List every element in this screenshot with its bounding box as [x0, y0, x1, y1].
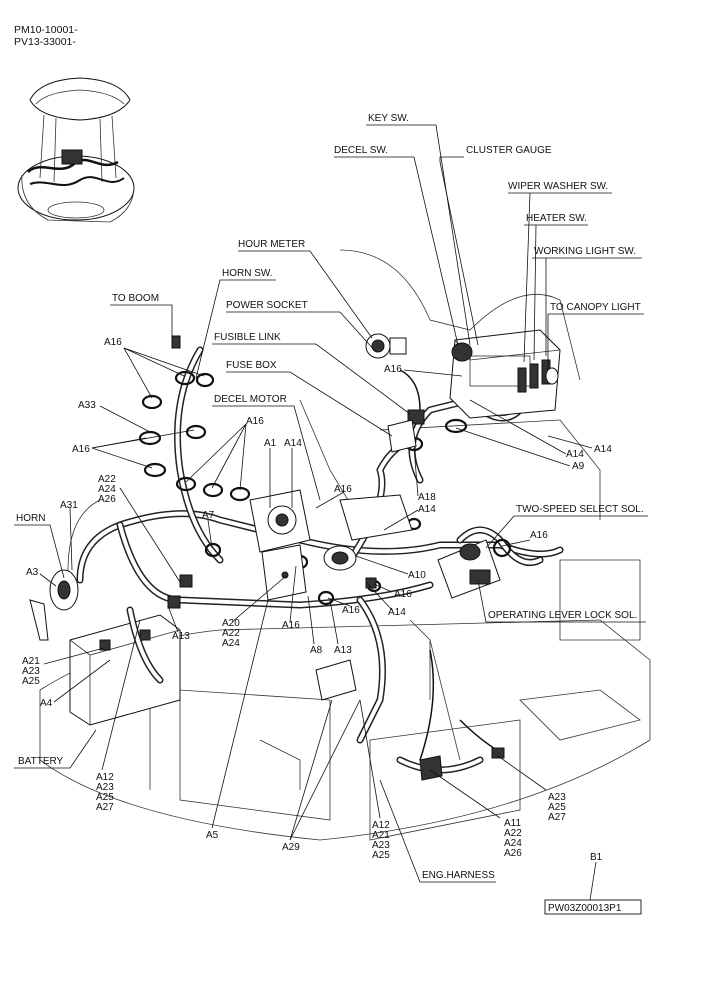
- callout-labels: KEY SW. DECEL SW. CLUSTER GAUGE WIPER WA…: [16, 113, 644, 881]
- ref-a16-left: A16: [72, 444, 90, 455]
- ref-a11-stack-0: A11: [504, 818, 521, 829]
- ref-a23-stack-1: A25: [548, 802, 566, 813]
- ref-a12-bottom-2: A23: [372, 840, 390, 851]
- ref-a14-mid: A14: [418, 504, 436, 515]
- reference-numbers: A16 A33 A16 A16 A1 A14 A16 A14 A14 A9 A1…: [22, 337, 612, 861]
- ref-a20-stack-2: A24: [222, 638, 240, 649]
- label-decel-motor: DECEL MOTOR: [214, 394, 287, 405]
- view-label-b1: B1: [590, 852, 603, 863]
- label-to-canopy-light: TO CANOPY LIGHT: [550, 302, 641, 313]
- ref-a16-bottom: A16: [282, 620, 300, 631]
- label-fusible-link: FUSIBLE LINK: [214, 332, 281, 343]
- ref-a21-stack-0: A21: [22, 656, 40, 667]
- ref-a22-stack-2: A26: [98, 494, 116, 505]
- machine-thumbnail: [17, 77, 135, 223]
- label-battery: BATTERY: [18, 756, 64, 767]
- model-code-2: PV13-33001-: [14, 36, 76, 48]
- ref-a20-stack-1: A22: [222, 628, 240, 639]
- ref-a7: A7: [202, 510, 215, 521]
- ref-a16-key: A16: [384, 364, 402, 375]
- horn-body: [49, 569, 79, 611]
- ref-a5: A5: [206, 830, 219, 841]
- ref-a11-stack-1: A22: [504, 828, 522, 839]
- label-horn-sw: HORN SW.: [222, 268, 273, 279]
- label-fuse-box: FUSE BOX: [226, 360, 277, 371]
- ref-a12-bottom-0: A12: [372, 820, 390, 831]
- leader-lines: [14, 124, 648, 901]
- label-eng-harness: ENG.HARNESS: [422, 870, 495, 881]
- ref-a31: A31: [60, 500, 78, 511]
- ref-a13-right: A13: [334, 645, 352, 656]
- label-wiper-washer-sw: WIPER WASHER SW.: [508, 181, 608, 192]
- ref-a14-top: A14: [284, 438, 302, 449]
- ref-a3: A3: [26, 567, 39, 578]
- label-power-socket: POWER SOCKET: [226, 300, 308, 311]
- ref-a4: A4: [40, 698, 53, 709]
- ref-a1: A1: [264, 438, 277, 449]
- label-heater-sw: HEATER SW.: [526, 213, 587, 224]
- label-operating-lever-lock-sol: OPERATING LEVER LOCK SOL.: [488, 610, 637, 621]
- label-to-boom: TO BOOM: [112, 293, 159, 304]
- ref-a21-stack-1: A23: [22, 666, 40, 677]
- label-key-sw: KEY SW.: [368, 113, 409, 124]
- label-decel-sw: DECEL SW.: [334, 145, 388, 156]
- ref-a21-stack-2: A25: [22, 676, 40, 687]
- label-two-speed-select-sol: TWO-SPEED SELECT SOL.: [516, 504, 644, 515]
- ref-a11-stack-2: A24: [504, 838, 522, 849]
- ref-a14-right1: A14: [594, 444, 612, 455]
- ref-a12-left-0: A12: [96, 772, 114, 783]
- ref-a12-left-2: A25: [96, 792, 114, 803]
- ref-a20-stack-0: A20: [222, 618, 240, 629]
- ref-a12-bottom-1: A21: [372, 830, 390, 841]
- figure-code-box: [544, 899, 642, 915]
- ref-a11-stack-3: A26: [504, 848, 522, 859]
- ref-a12-left-1: A23: [96, 782, 114, 793]
- ref-a16-center: A16: [246, 416, 264, 427]
- ref-a14-right2: A14: [566, 449, 584, 460]
- ref-a23-stack-0: A23: [548, 792, 566, 803]
- ref-a16-lower2: A16: [342, 605, 360, 616]
- ref-a29: A29: [282, 842, 300, 853]
- ref-a13-left: A13: [172, 631, 190, 642]
- ref-a23-stack-2: A27: [548, 812, 566, 823]
- components: [167, 329, 561, 781]
- ref-a22-stack-0: A22: [98, 474, 116, 485]
- ref-a14-lower: A14: [388, 607, 406, 618]
- label-horn: HORN: [16, 513, 45, 524]
- model-code-1: PM10-10001-: [14, 24, 78, 36]
- battery-body: [69, 614, 181, 726]
- ref-a16-sol: A16: [530, 530, 548, 541]
- label-working-light-sw: WORKING LIGHT SW.: [534, 246, 636, 257]
- ref-a9: A9: [572, 461, 585, 472]
- label-hour-meter: HOUR METER: [238, 239, 305, 250]
- ref-a12-left-3: A27: [96, 802, 114, 813]
- ref-a16-lower: A16: [394, 589, 412, 600]
- ref-a12-bottom-3: A25: [372, 850, 390, 861]
- figure-code: PW03Z00013P1: [548, 903, 622, 914]
- label-cluster-gauge: CLUSTER GAUGE: [466, 145, 552, 156]
- ref-a22-stack-1: A24: [98, 484, 116, 495]
- ref-a18: A18: [418, 492, 436, 503]
- ref-a33: A33: [78, 400, 96, 411]
- ref-a16-boom: A16: [104, 337, 122, 348]
- ref-a16-mid: A16: [334, 484, 352, 495]
- ref-a10: A10: [408, 570, 426, 581]
- ref-a8: A8: [310, 645, 323, 656]
